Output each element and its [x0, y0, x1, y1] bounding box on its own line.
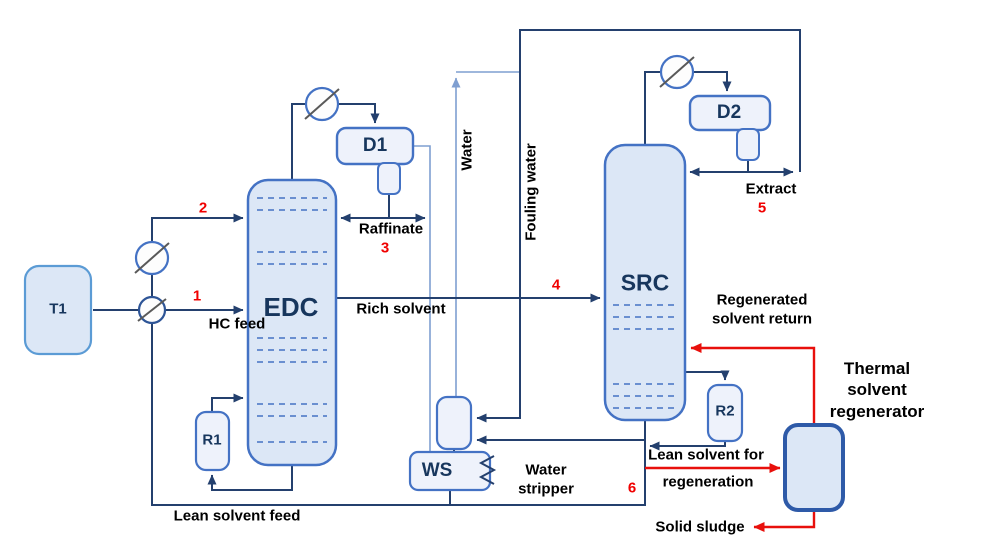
r2-return-line: [649, 441, 726, 451]
d1-boot: [377, 162, 401, 195]
thermal-regenerator-line3: regenerator: [829, 401, 925, 421]
stream-number-1: 1: [192, 287, 202, 305]
vessels: [23, 54, 845, 512]
water-stripper-label-line1: Water: [525, 461, 567, 479]
utility-lines: [413, 71, 520, 452]
ws-feed-drum: [435, 395, 473, 451]
raffinate-label: Raffinate: [358, 220, 424, 238]
thermal-regenerator-line1: Thermal: [843, 359, 911, 379]
regenerated-solvent-return-label: Regenerated solvent return: [712, 291, 812, 329]
r1-vessel: [194, 410, 231, 472]
ws-reboiler-icon: [478, 455, 497, 485]
d2-label: D2: [716, 102, 742, 124]
r2-vessel: [706, 383, 744, 443]
edc-bottoms-to-r1-line: [207, 465, 293, 491]
water-stripper-label: Water stripper: [518, 461, 574, 499]
hc-feed-label: HC feed: [208, 315, 266, 333]
src-column: [603, 143, 687, 422]
extract-label: Extract: [745, 180, 797, 198]
ws-label: WS: [421, 460, 453, 482]
stream-number-2: 2: [198, 199, 208, 217]
thermal-regenerator-line2: solvent: [847, 380, 907, 400]
fouling-water-label: Fouling water: [522, 143, 540, 241]
edc-condenser-icon: [304, 86, 340, 122]
regeneration-lines: [645, 343, 816, 532]
src-condenser-icon: [659, 54, 695, 90]
stream-number-5: 5: [757, 199, 767, 217]
feed-pump-icon: [137, 295, 167, 325]
d1-drum: [335, 126, 415, 166]
regenerated-solvent-return-line1: Regenerated: [716, 291, 808, 309]
r2-label: R2: [715, 402, 735, 420]
r1-label: R1: [202, 431, 222, 449]
water-label: Water: [458, 129, 476, 171]
edc-label: EDC: [263, 291, 319, 322]
stream-number-3: 3: [380, 239, 390, 257]
edc-column: [246, 178, 338, 467]
feed-exchanger-icon: [134, 240, 170, 276]
regenerated-solvent-return-line2: solvent return: [711, 310, 813, 327]
fouling-water-line: [476, 29, 801, 423]
regenerator-vessel: [783, 423, 845, 512]
src-label: SRC: [620, 269, 670, 296]
thermal-regenerator-label: Thermal solvent regenerator: [830, 358, 924, 422]
lean-solvent-feed-line: [151, 213, 646, 506]
column-trays: [257, 197, 677, 443]
r1-return-line: [211, 393, 244, 412]
lean-solvent-regeneration-label-line1: Lean solvent for: [648, 446, 764, 464]
t1-label: T1: [49, 300, 67, 318]
water-stripper-label-line2: stripper: [518, 480, 574, 497]
d2-drum: [688, 94, 772, 132]
d1-label: D1: [362, 135, 388, 157]
stream-number-6: 6: [627, 479, 637, 497]
lean-solvent-feed-label: Lean solvent feed: [173, 507, 301, 525]
rich-solvent-label: Rich solvent: [356, 300, 446, 318]
stream-number-4: 4: [551, 276, 561, 294]
regenerated-solvent-return-line: [690, 343, 816, 425]
lean-solvent-regeneration-label-line2: regeneration: [662, 473, 754, 491]
ws-column: [408, 450, 492, 492]
d1-water-line: [413, 145, 431, 452]
t1-vessel: [23, 264, 93, 356]
src-to-r2-line: [685, 370, 730, 381]
solid-sludge-label: Solid sludge: [655, 518, 745, 536]
solid-sludge-line: [753, 510, 816, 532]
d2-boot: [736, 128, 760, 161]
